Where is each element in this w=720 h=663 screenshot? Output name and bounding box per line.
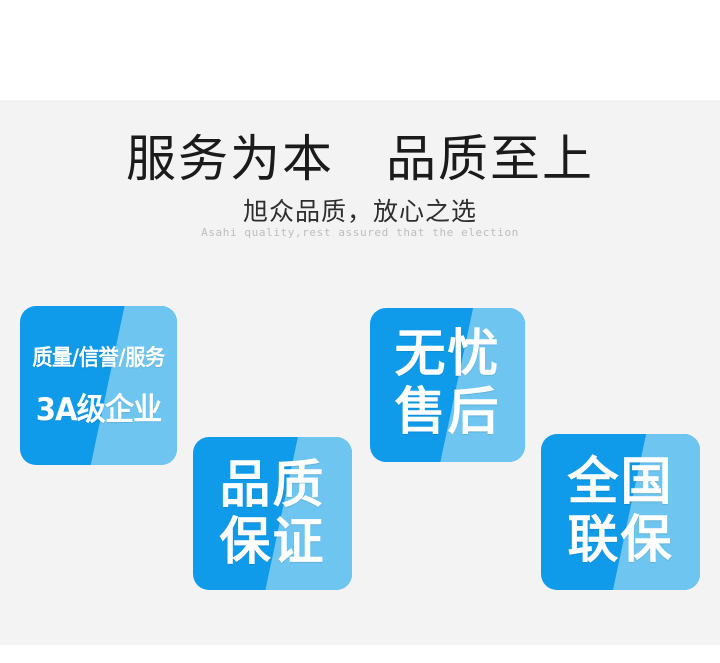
badge-nationwide-warranty[interactable]: 全国 联保 — [541, 434, 700, 590]
badge-after-sales-line-top: 无忧 — [394, 325, 501, 384]
badge-after-sales-line-bottom: 售后 — [394, 383, 501, 442]
badge-nationwide-warranty-line-top: 全国 — [567, 453, 674, 512]
badge-quality-guarantee[interactable]: 品质 保证 — [193, 437, 352, 590]
badge-quality-3a[interactable]: 质量/信誉/服务 3A级企业 — [20, 306, 177, 465]
page-title: 服务为本 品质至上 — [126, 130, 594, 188]
badge-quality-guarantee-line-bottom: 保证 — [219, 513, 326, 572]
badge-sheen-overlay — [87, 306, 177, 465]
badge-quality-guarantee-line-top: 品质 — [219, 456, 326, 515]
badge-nationwide-warranty-line-bottom: 联保 — [567, 511, 674, 570]
badge-quality-3a-line-top: 质量/信誉/服务 — [32, 346, 165, 371]
badge-after-sales[interactable]: 无忧 售后 — [370, 308, 525, 462]
page-subtitle: 旭众品质，放心之选 — [242, 197, 477, 226]
badge-quality-3a-line-bottom: 3A级企业 — [35, 392, 162, 428]
english-caption: Asahi quality,rest assured that the elec… — [201, 226, 519, 239]
